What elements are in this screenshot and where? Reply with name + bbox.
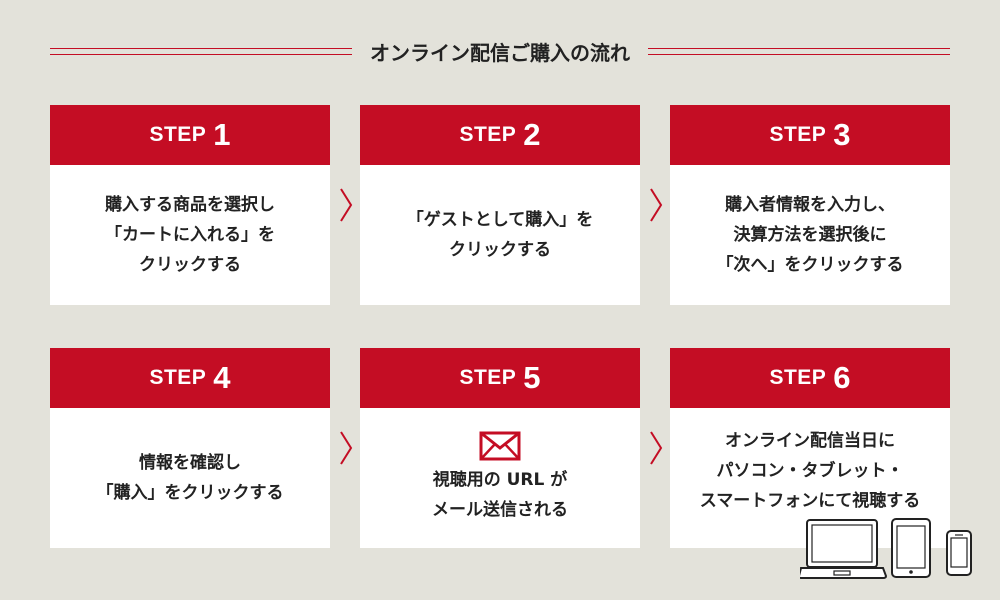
- step-body-3: 購入者情報を入力し、 決算方法を選択後に 「次へ」をクリックする: [670, 165, 950, 305]
- step-text-6: オンライン配信当日に パソコン・タブレット・ スマートフォンにて視聴する: [700, 426, 921, 516]
- step-line: 「カートに入れる」を: [105, 225, 275, 245]
- step-body-5: 視聴用の URL が メール送信される: [360, 408, 640, 548]
- step-number: 4: [213, 360, 231, 395]
- step-line: 情報を確認し: [139, 453, 241, 473]
- laptop-icon: [800, 519, 888, 579]
- phone-icon: [946, 530, 972, 576]
- step-text-5: 視聴用の URL が メール送信される: [432, 465, 568, 525]
- chevron-right-icon: [340, 431, 353, 465]
- page-title: オンライン配信ご購入の流れ: [370, 40, 630, 65]
- step-line: 「ゲストとして購入」を: [406, 210, 594, 230]
- step-text-1: 購入する商品を選択し 「カートに入れる」を クリックする: [105, 190, 275, 280]
- chevron-right-icon: [650, 188, 663, 222]
- step-card-4: STEP 4 情報を確認し 「購入」をクリックする: [50, 348, 330, 548]
- step-line: パソコン・タブレット・: [716, 461, 904, 481]
- step-text-3: 購入者情報を入力し、 決算方法を選択後に 「次へ」をクリックする: [717, 190, 904, 280]
- title-row: オンライン配信ご購入の流れ: [50, 36, 950, 66]
- devices-icon: [800, 518, 972, 579]
- step-word: STEP: [769, 366, 827, 389]
- step-word: STEP: [459, 366, 517, 389]
- step-number: 3: [833, 117, 851, 152]
- step-number: 1: [213, 117, 231, 152]
- step-word: STEP: [149, 123, 207, 146]
- step-line: 決算方法を選択後に: [733, 225, 887, 245]
- step-body-1: 購入する商品を選択し 「カートに入れる」を クリックする: [50, 165, 330, 305]
- step-body-4: 情報を確認し 「購入」をクリックする: [50, 408, 330, 548]
- step-line: クリックする: [449, 240, 551, 260]
- mail-icon: [479, 431, 521, 461]
- step-line: 「購入」をクリックする: [96, 483, 284, 503]
- step-header-5: STEP 5: [360, 348, 640, 408]
- step-header-2: STEP 2: [360, 105, 640, 165]
- step-card-2: STEP 2 「ゲストとして購入」を クリックする: [360, 105, 640, 305]
- step-body-6: オンライン配信当日に パソコン・タブレット・ スマートフォンにて視聴する: [670, 408, 950, 548]
- step-card-1: STEP 1 購入する商品を選択し 「カートに入れる」を クリックする: [50, 105, 330, 305]
- step-number: 6: [833, 360, 851, 395]
- step-line: 購入者情報を入力し、: [725, 195, 895, 215]
- step-line: オンライン配信当日に: [725, 431, 895, 451]
- step-text-2: 「ゲストとして購入」を クリックする: [407, 205, 594, 265]
- step-number: 5: [523, 360, 541, 395]
- step-card-3: STEP 3 購入者情報を入力し、 決算方法を選択後に 「次へ」をクリックする: [670, 105, 950, 305]
- step-line: 視聴用の URL が: [432, 470, 568, 490]
- step-card-5: STEP 5 視聴用の URL が メール送信される: [360, 348, 640, 548]
- step-header-4: STEP 4: [50, 348, 330, 408]
- step-word: STEP: [149, 366, 207, 389]
- chevron-right-icon: [340, 188, 353, 222]
- step-word: STEP: [769, 123, 827, 146]
- step-text-4: 情報を確認し 「購入」をクリックする: [97, 448, 284, 508]
- step-header-1: STEP 1: [50, 105, 330, 165]
- step-header-3: STEP 3: [670, 105, 950, 165]
- tablet-icon: [891, 518, 931, 578]
- step-line: スマートフォンにて視聴する: [699, 491, 921, 511]
- step-line: メール送信される: [432, 500, 568, 520]
- chevron-right-icon: [650, 431, 663, 465]
- step-line: 「次へ」をクリックする: [716, 255, 904, 275]
- title-rule-right: [648, 47, 950, 55]
- step-line: クリックする: [139, 255, 241, 275]
- step-header-6: STEP 6: [670, 348, 950, 408]
- step-word: STEP: [459, 123, 517, 146]
- step-line: 購入する商品を選択し: [105, 195, 275, 215]
- title-rule-left: [50, 47, 352, 55]
- step-number: 2: [523, 117, 541, 152]
- step-body-2: 「ゲストとして購入」を クリックする: [360, 165, 640, 305]
- step-card-6: STEP 6 オンライン配信当日に パソコン・タブレット・ スマートフォンにて視…: [670, 348, 950, 548]
